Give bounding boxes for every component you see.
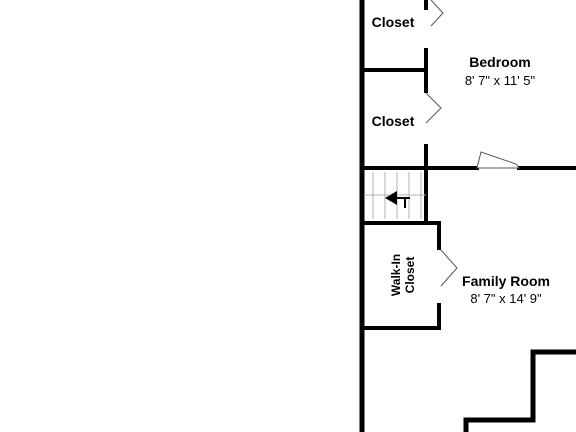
family-room-name: Family Room — [462, 273, 550, 289]
walk-in-closet-door — [440, 249, 458, 287]
walk-in-closet-label: Walk-In Closet — [389, 254, 417, 296]
walk-in-closet-line2: Closet — [403, 257, 417, 294]
walk-in-closet-line1: Walk-In — [389, 254, 403, 296]
family-room-dimensions: 8' 7" x 14' 9" — [470, 291, 542, 306]
bedroom-door — [476, 151, 520, 169]
walk-in-closet-top-wall — [360, 221, 441, 250]
door-swings — [425, 0, 520, 287]
bedroom-dimensions: 8' 7" x 11' 5" — [465, 73, 536, 88]
walk-in-closet-bottom-wall — [360, 303, 441, 330]
closet-top-door — [430, 0, 444, 27]
closet-middle-label: Closet — [372, 113, 415, 129]
closet-top-label: Closet — [372, 14, 415, 30]
closet-middle-door — [425, 92, 442, 124]
south-east-wall — [463, 349, 576, 432]
arrow-left-icon — [385, 191, 410, 208]
bedroom-name: Bedroom — [469, 54, 530, 70]
